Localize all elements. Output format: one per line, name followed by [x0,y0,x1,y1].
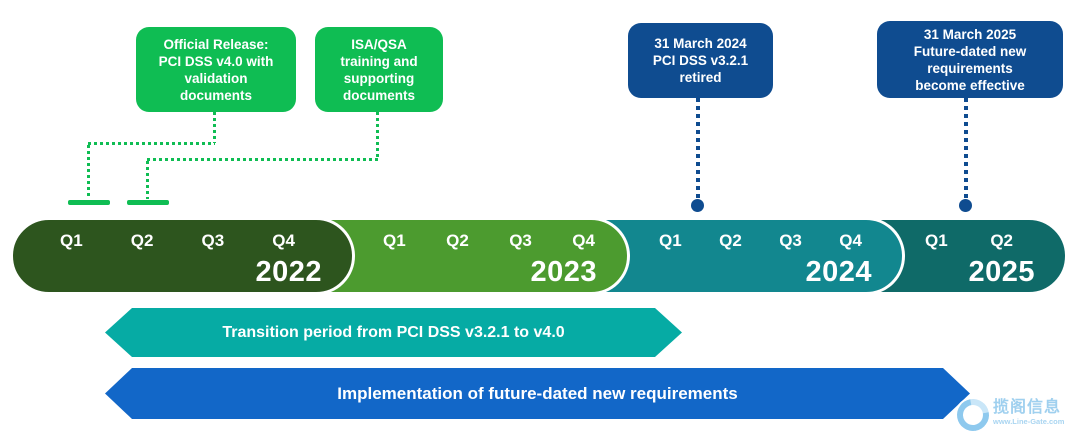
connector-v321-retired-vertical [696,98,700,198]
timeline-pill-2022: Q1 Q2 Q3 Q4 2022 [10,217,355,295]
q1-2025-marker-dot [959,199,972,212]
connector-isa-qsa-horizontal [147,158,378,161]
connector-isa-qsa-vertical-2 [146,161,149,199]
quarter-label-2025-q1: Q1 [925,231,948,250]
quarter-label-2023-q4: Q4 [572,231,595,250]
watermark-text-block: 揽阁信息 www.Line-Gate.com [993,399,1064,426]
watermark-logo-icon [950,392,996,438]
year-label-2023: 2023 [530,256,597,288]
quarter-label-2024-q4: Q4 [839,231,862,250]
q1-2022-marker-tick [68,200,110,205]
quarter-label-2023-q3: Q3 [509,231,532,250]
quarter-labels-2025: Q1 Q2 [833,231,1065,251]
quarter-label-2022-q3: Q3 [201,231,225,250]
quarter-label-2022-q2: Q2 [130,231,154,250]
implementation-banner-label: Implementation of future-dated new requi… [337,383,738,403]
callout-future-dated-effective-text: 31 March 2025 Future-dated new requireme… [913,26,1027,93]
callout-isa-qsa-training: ISA/QSA training and supporting document… [315,27,443,112]
watermark-url: www.Line-Gate.com [993,417,1065,426]
callout-v321-retired-text: 31 March 2024 PCI DSS v3.2.1 retired [652,36,749,85]
callout-official-release-text: Official Release: PCI DSS v4.0 with vali… [158,36,274,103]
year-label-2025: 2025 [968,256,1035,288]
connector-isa-qsa-vertical-1 [376,112,379,159]
q2-2022-marker-tick [127,200,169,205]
transition-period-banner: Transition period from PCI DSS v3.2.1 to… [105,308,682,357]
quarter-label-2024-q3: Q3 [779,231,802,250]
quarter-label-2025-q2: Q2 [990,231,1013,250]
callout-official-release: Official Release: PCI DSS v4.0 with vali… [136,27,296,112]
callout-future-dated-effective: 31 March 2025 Future-dated new requireme… [877,21,1063,98]
quarter-labels-2022: Q1 Q2 Q3 Q4 [13,231,352,251]
quarter-label-2022-q4: Q4 [272,231,295,250]
quarter-label-2024-q1: Q1 [659,231,682,250]
year-label-2022: 2022 [255,256,322,288]
quarter-labels-2023: Q1 Q2 Q3 Q4 [283,231,627,251]
connector-future-dated-vertical [964,98,968,198]
q1-2024-marker-dot [691,199,704,212]
connector-official-release-vertical-2 [87,145,90,199]
transition-period-banner-label: Transition period from PCI DSS v3.2.1 to… [222,323,565,341]
quarter-label-2023-q2: Q2 [446,231,469,250]
implementation-banner: Implementation of future-dated new requi… [105,368,970,419]
watermark: 揽阁信息 www.Line-Gate.com [950,392,1064,438]
year-label-2024: 2024 [805,256,872,288]
connector-official-release-vertical-1 [213,112,216,143]
callout-v321-retired: 31 March 2024 PCI DSS v3.2.1 retired [628,23,773,98]
quarter-label-2022-q1: Q1 [60,231,83,250]
quarter-label-2024-q2: Q2 [719,231,742,250]
quarter-label-2023-q1: Q1 [383,231,406,250]
quarter-labels-2024: Q1 Q2 Q3 Q4 [563,231,902,251]
connector-official-release-horizontal [88,142,215,145]
watermark-name: 揽阁信息 [993,399,1062,416]
callout-isa-qsa-training-text: ISA/QSA training and supporting document… [340,36,418,103]
